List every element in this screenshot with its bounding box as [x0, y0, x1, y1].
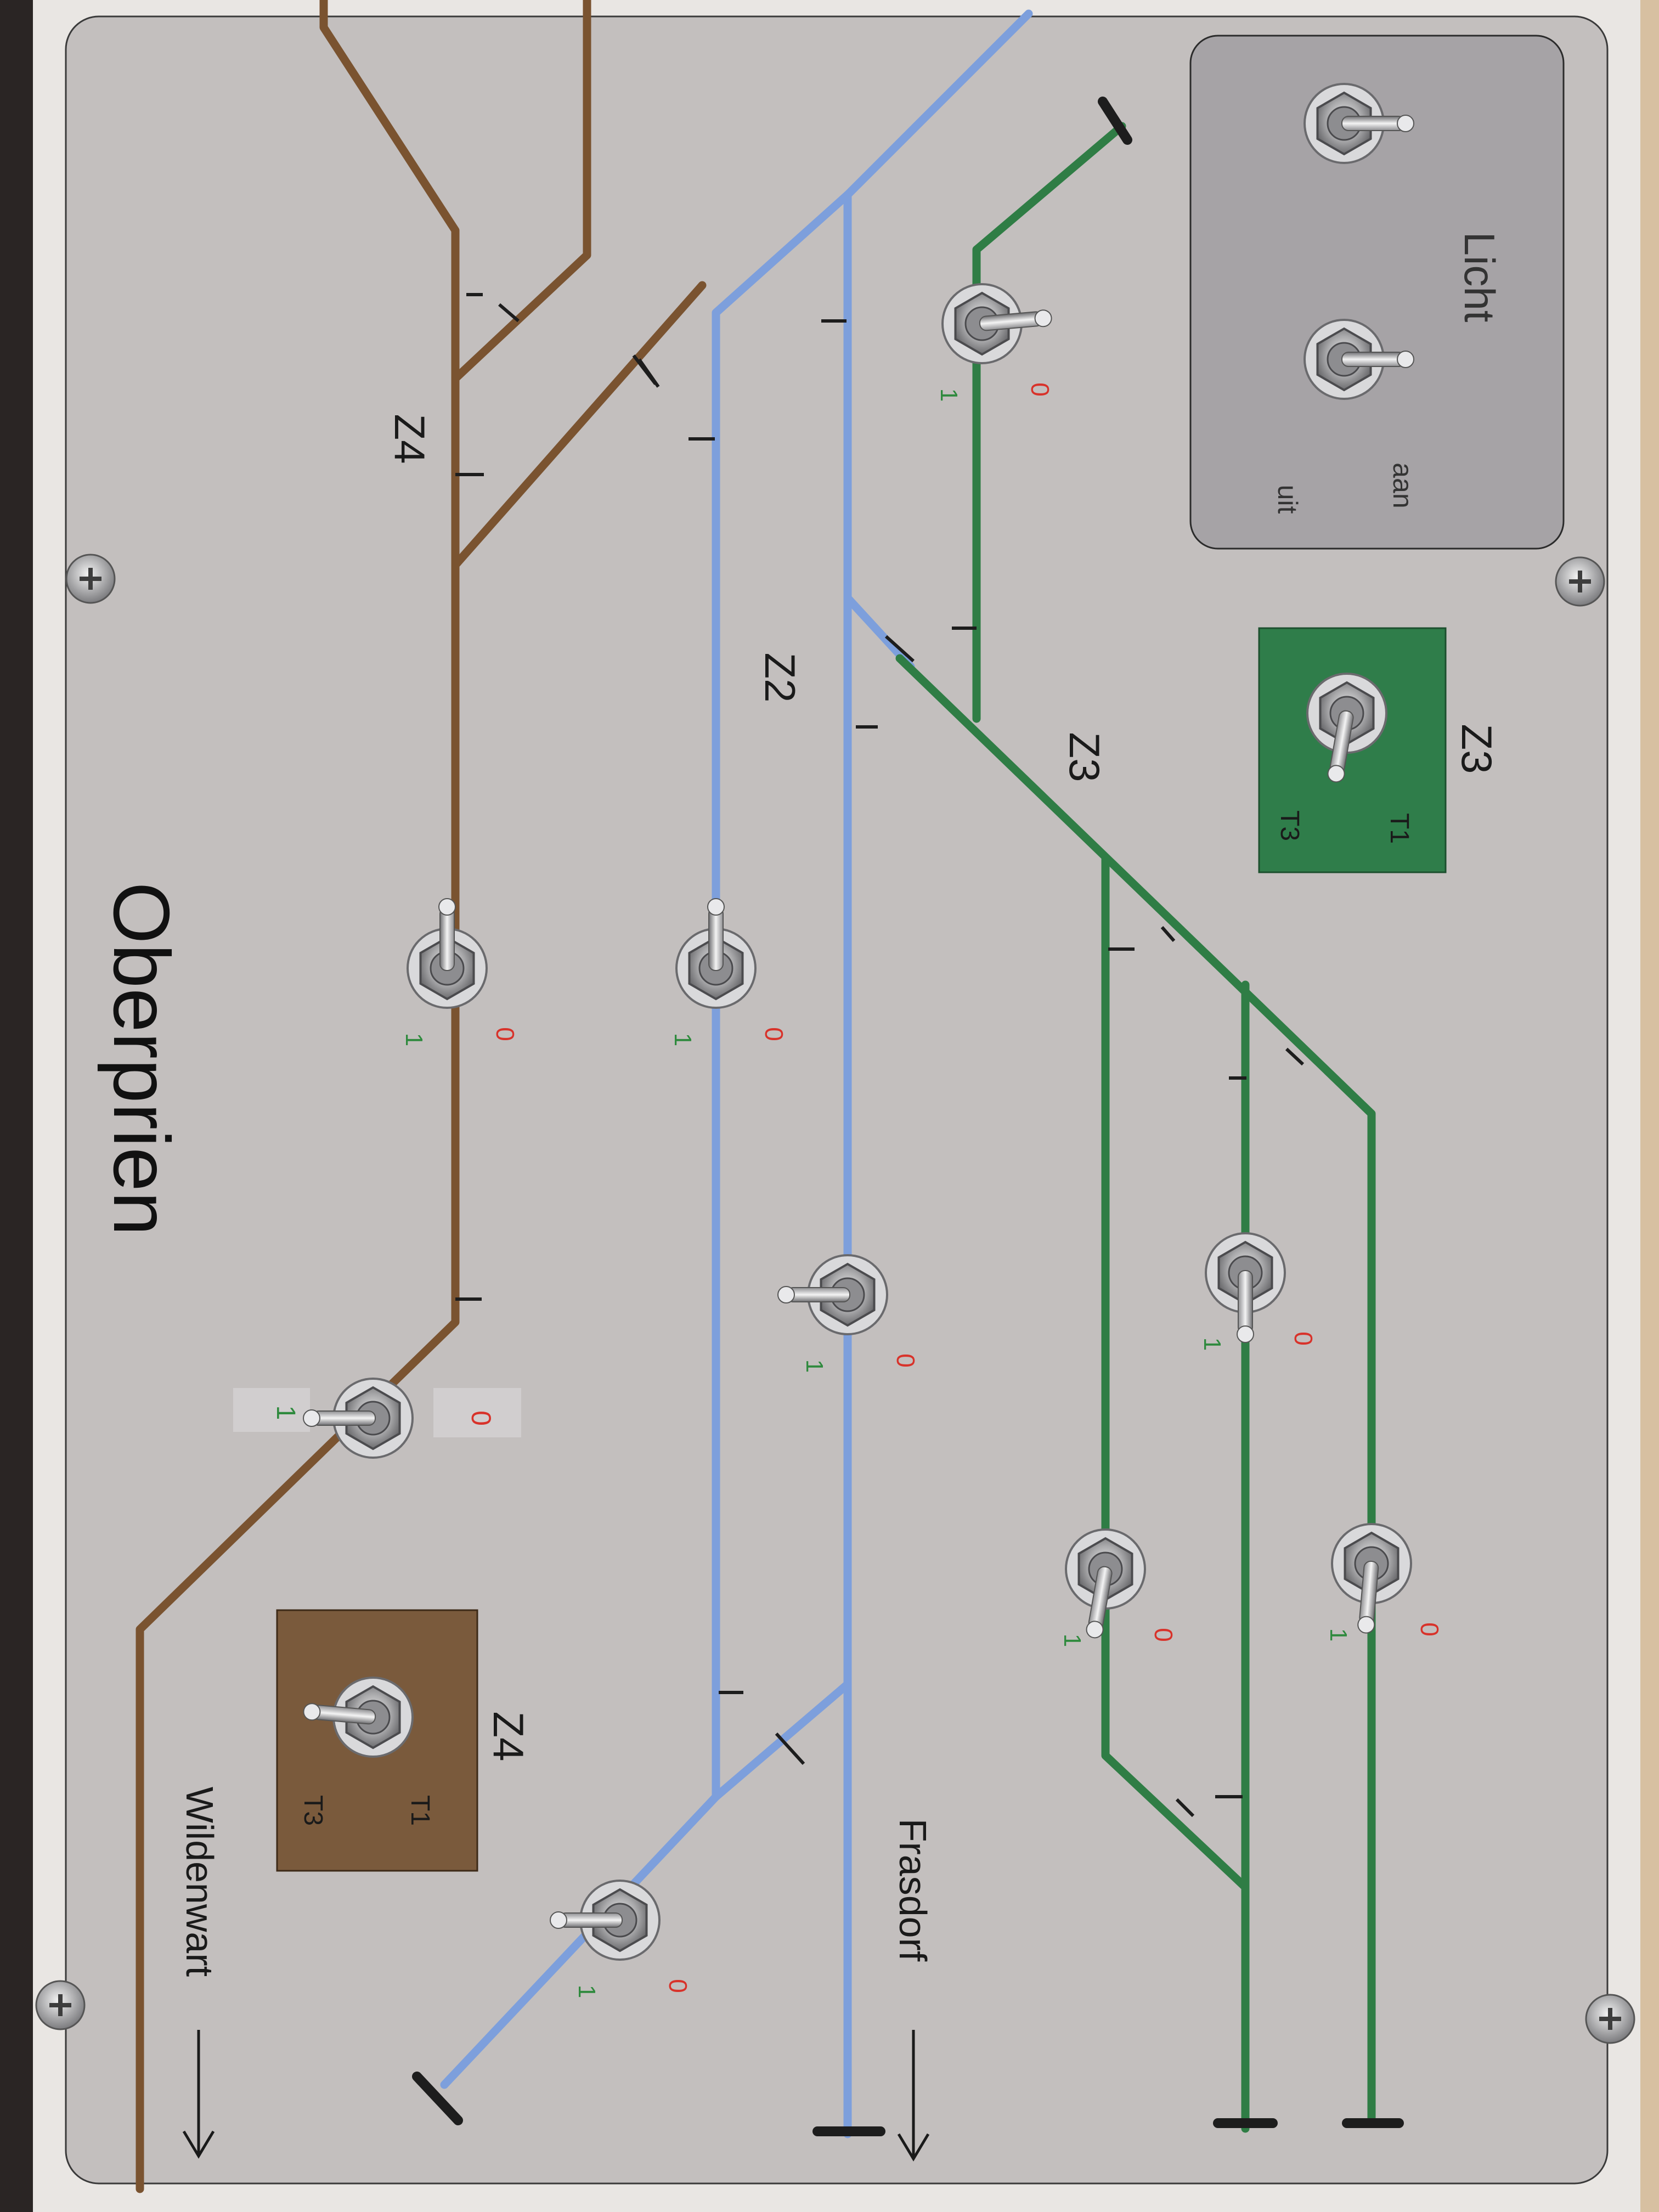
z3-box-title: Z3	[1453, 724, 1501, 774]
switch-position-1-label: 1	[669, 1033, 696, 1046]
switch-position-1-label: 1	[1199, 1338, 1226, 1351]
label-patch-0	[433, 1388, 521, 1437]
light-box-on-label: aan	[1387, 462, 1418, 508]
toggle-blue-main[interactable]	[777, 1254, 888, 1335]
z3-box-t1: T1	[1385, 813, 1414, 844]
light-control-box	[1189, 35, 1565, 550]
toggle-blue-lower[interactable]	[550, 1880, 661, 1961]
destination-label-wildenwart: Wildenwart	[178, 1787, 221, 1977]
destination-wildenwart: Wildenwart	[178, 1787, 221, 2159]
arrow-down-icon	[182, 2030, 215, 2159]
screw-bottom-right	[1585, 1994, 1635, 2044]
track-label-z2: Z2	[756, 652, 804, 702]
switch-position-0-label: 0	[1289, 1331, 1318, 1346]
toggle-green-right[interactable]	[1331, 1523, 1412, 1634]
screw-top-left	[65, 554, 116, 604]
screw-bottom-left	[35, 1980, 86, 2030]
toggle-green-mid[interactable]	[1205, 1232, 1286, 1343]
label-patch-1	[233, 1388, 310, 1432]
z3-box-t3: T3	[1275, 810, 1304, 841]
switch-position-1-label: 1	[573, 1985, 600, 1998]
blue-track-end-bumper-upper	[412, 2072, 463, 2125]
track-label-z4: Z4	[386, 414, 434, 464]
toggle-z4-selector[interactable]	[303, 1677, 414, 1758]
green-track-end-bumper-top	[1098, 97, 1132, 145]
switch-position-0-label: 0	[891, 1353, 920, 1368]
switch-position-1-label: 1	[400, 1033, 427, 1046]
switch-position-1-label: 1	[801, 1359, 828, 1373]
toggle-brown-lower[interactable]	[303, 1378, 414, 1459]
blue-track-ticks	[637, 319, 915, 1765]
arrow-down-icon	[897, 2030, 930, 2162]
light-box-title: Licht	[1455, 232, 1504, 323]
z4-box-t1: T1	[405, 1795, 435, 1826]
track-brown	[136, 0, 707, 2193]
toggle-blue-inner[interactable]	[675, 898, 757, 1009]
green-track-ticks	[952, 627, 1305, 1818]
toggle-light-upper[interactable]	[1304, 83, 1414, 164]
switch-position-0-label: 0	[466, 1410, 496, 1426]
destination-frasdorf: Frasdorf	[891, 1819, 934, 2162]
switch-position-0-label: 0	[491, 1027, 520, 1041]
z4-box-t3: T3	[298, 1795, 328, 1826]
switch-position-0-label: 0	[760, 1027, 788, 1041]
switch-position-1-label: 1	[935, 388, 962, 402]
toggle-brown-main[interactable]	[407, 898, 488, 1009]
track-label-z3: Z3	[1060, 732, 1109, 782]
track-green	[895, 122, 1376, 2133]
switch-position-0-label: 0	[1415, 1622, 1444, 1637]
toggle-light-lower[interactable]	[1304, 319, 1414, 400]
toggle-green-spur[interactable]	[941, 283, 1052, 364]
destination-label-frasdorf: Frasdorf	[891, 1819, 934, 1962]
switch-position-0-label: 0	[1149, 1628, 1178, 1642]
toggle-z3-selector[interactable]	[1306, 673, 1387, 783]
screw-top-right	[1555, 556, 1605, 607]
switch-position-0-label: 0	[664, 1979, 692, 1993]
switch-position-1-label: 1	[1059, 1634, 1086, 1647]
toggle-switches: 0 1 0 1 0 1 0 1 0 1 0 1 0 1 0 1 0 1	[271, 83, 1444, 1998]
switch-position-0-label: 0	[1026, 382, 1054, 397]
z4-box-title: Z4	[484, 1711, 533, 1761]
switch-position-1-label: 1	[1325, 1628, 1352, 1641]
switch-position-1-label: 1	[271, 1406, 300, 1420]
toggle-green-left[interactable]	[1065, 1528, 1146, 1639]
light-box-off-label: uit	[1272, 485, 1303, 514]
station-name: Oberprien	[97, 882, 186, 1236]
